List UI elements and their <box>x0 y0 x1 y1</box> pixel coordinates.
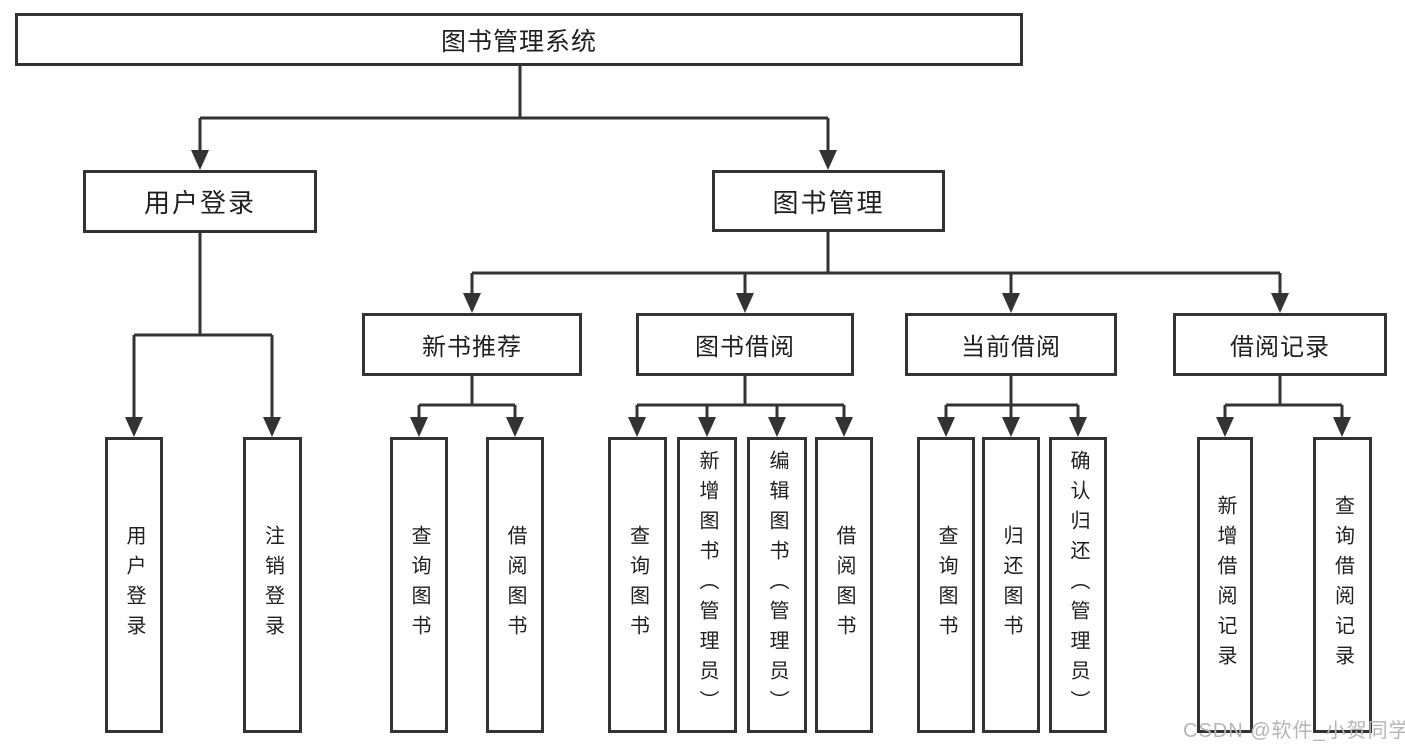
leaf-borrow-edit-books-admin: 编辑图书（管理员） <box>747 437 807 733</box>
node-new-book-recommend: 新书推荐 <box>362 313 582 376</box>
csdn-watermark: CSDN @软件_小贺同学 <box>1183 720 1405 742</box>
node-borrowing-records-label: 借阅记录 <box>1230 334 1330 361</box>
node-book-borrowing-label: 图书借阅 <box>695 334 795 361</box>
node-root: 图书管理系统 <box>15 13 1023 66</box>
node-user-login-label: 用户登录 <box>143 188 256 218</box>
node-current-borrowing: 当前借阅 <box>905 313 1117 376</box>
leaf-borrow-query-books: 查询图书 <box>608 437 667 733</box>
leaf-user-login-label: 用户登录 <box>123 525 145 645</box>
leaf-current-query-books: 查询图书 <box>917 437 975 733</box>
leaf-record-query-record-label: 查询借阅记录 <box>1331 495 1354 675</box>
leaf-current-return-books-label: 归还图书 <box>1000 525 1022 645</box>
node-current-borrowing-label: 当前借阅 <box>961 334 1061 361</box>
leaf-current-query-books-label: 查询图书 <box>935 525 957 645</box>
leaf-current-confirm-return-admin-label: 确认归还（管理员） <box>1067 450 1089 720</box>
leaf-logout: 注销登录 <box>243 437 302 733</box>
leaf-borrow-add-books-admin: 新增图书（管理员） <box>677 437 737 733</box>
leaf-user-login: 用户登录 <box>105 437 163 733</box>
node-book-management: 图书管理 <box>712 170 945 232</box>
node-book-management-label: 图书管理 <box>772 187 885 218</box>
leaf-newrec-borrow-books-label: 借阅图书 <box>504 525 526 645</box>
leaf-borrow-edit-books-admin-label: 编辑图书（管理员） <box>766 450 788 720</box>
leaf-borrow-borrow-books-label: 借阅图书 <box>833 525 855 645</box>
leaf-record-add-record-label: 新增借阅记录 <box>1214 495 1236 675</box>
node-book-borrowing: 图书借阅 <box>636 313 854 376</box>
node-user-login: 用户登录 <box>83 170 317 233</box>
leaf-borrow-borrow-books: 借阅图书 <box>815 437 873 733</box>
leaf-record-query-record: 查询借阅记录 <box>1313 437 1372 733</box>
leaf-newrec-borrow-books: 借阅图书 <box>486 437 544 733</box>
leaf-newrec-query-books: 查询图书 <box>390 437 448 733</box>
leaf-borrow-query-books-label: 查询图书 <box>626 525 649 645</box>
node-new-book-recommend-label: 新书推荐 <box>422 334 522 361</box>
leaf-current-return-books: 归还图书 <box>982 437 1040 733</box>
leaf-borrow-add-books-admin-label: 新增图书（管理员） <box>696 450 718 720</box>
leaf-current-confirm-return-admin: 确认归还（管理员） <box>1049 437 1107 733</box>
leaf-record-add-record: 新增借阅记录 <box>1197 437 1253 733</box>
node-borrowing-records: 借阅记录 <box>1173 313 1387 376</box>
leaf-logout-label: 注销登录 <box>261 525 284 645</box>
node-root-label: 图书管理系统 <box>440 27 597 56</box>
leaf-newrec-query-books-label: 查询图书 <box>408 525 430 645</box>
